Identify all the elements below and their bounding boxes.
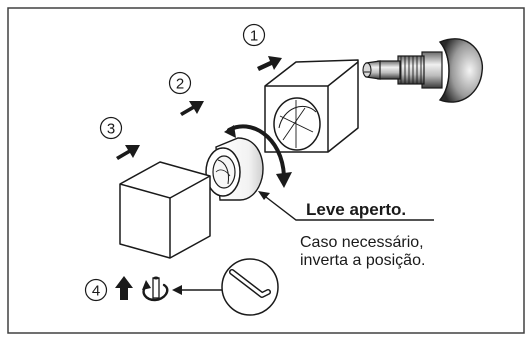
tool-pointer: [172, 285, 222, 295]
step-1-badge: 1: [242, 23, 266, 47]
hex-key-icon: [221, 258, 279, 316]
stem-thread: [397, 55, 425, 85]
push-arrow-icon: [257, 56, 282, 71]
push-arrow-icon: [180, 101, 204, 116]
step-4-badge: 4: [84, 278, 108, 302]
step-2-badge: 2: [168, 71, 192, 95]
callout-pointer: [258, 191, 434, 221]
set-screw-rotate-icon: [142, 276, 169, 302]
step-2-number: 2: [176, 76, 184, 93]
callout-note-line1: Caso necessário,: [300, 234, 424, 251]
cube-cap: [119, 161, 211, 259]
square-plate: [264, 59, 359, 153]
sleeve: [205, 137, 264, 201]
step-3-number: 3: [107, 121, 115, 138]
rotate-arrow-icon: [224, 124, 292, 188]
step-4-number: 4: [92, 283, 100, 300]
callout-note-line2: inverta a posição.: [300, 252, 425, 269]
up-arrow-icon: [115, 276, 133, 300]
callout-title: Leve aperto.: [306, 200, 406, 219]
push-arrow-icon: [116, 145, 140, 160]
step-3-badge: 3: [99, 116, 123, 140]
valve-stem: [362, 38, 484, 103]
step-1-number: 1: [250, 28, 258, 45]
